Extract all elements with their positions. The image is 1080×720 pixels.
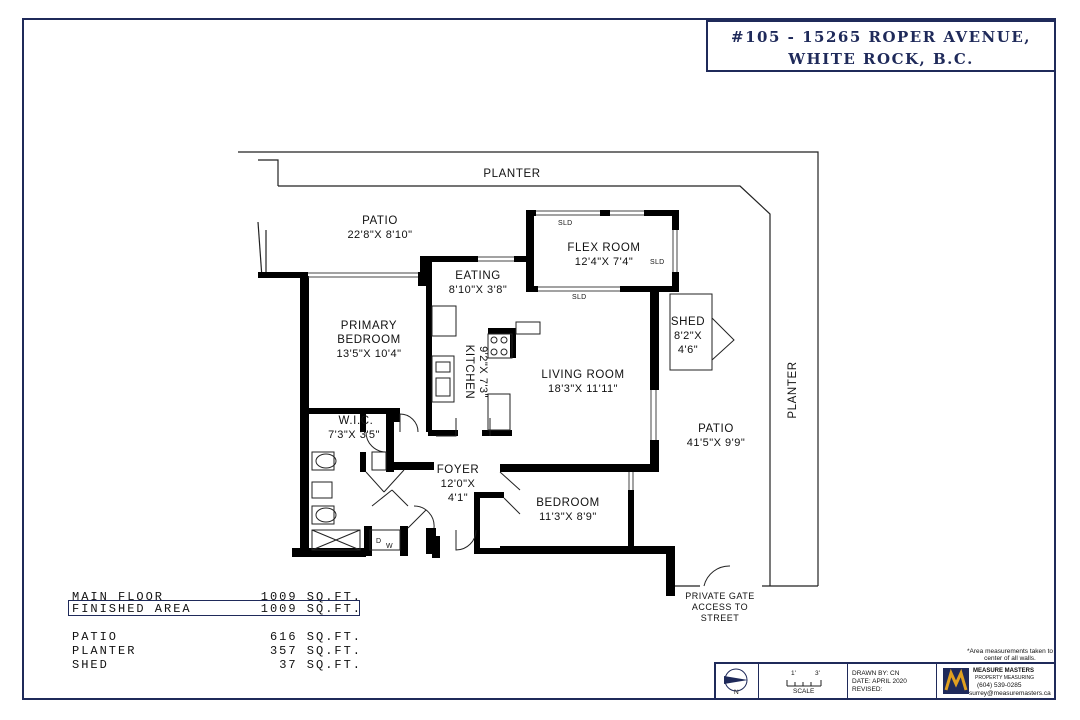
measurement-note: *Area measurements taken to center of al… xyxy=(967,648,1053,662)
area-row-finished: FINISHED AREA 1009 SQ.FT. xyxy=(72,602,362,616)
address-line-1: #105 - 15265 ROPER AVENUE, xyxy=(731,28,1031,46)
walls xyxy=(258,210,679,596)
kitchen-dim: 9'2"X 7'3" xyxy=(477,346,489,398)
finished-area-box xyxy=(68,600,360,616)
private-gate-3: STREET xyxy=(701,613,740,623)
patio-right-dim: 41'5"X 9'9" xyxy=(687,437,746,449)
company-sub: PROPERTY MEASURING xyxy=(975,675,1034,681)
bedroom-dim: 11'3"X 8'9" xyxy=(539,511,597,523)
scale-3: 3' xyxy=(815,670,820,677)
north-arrow-icon xyxy=(724,668,748,692)
planter-top-label: PLANTER xyxy=(483,168,540,180)
foyer-name: FOYER xyxy=(437,464,480,476)
primary-bedroom-name-2: BEDROOM xyxy=(337,334,401,346)
company-cell: MEASURE MASTERS PROPERTY MEASURING (604)… xyxy=(937,664,1054,698)
company-logo-icon xyxy=(943,668,969,694)
footer-title-block: N 1' 3' SCALE DRAWN BY: CN DATE: APRIL 2… xyxy=(714,662,1056,700)
scale-bar-icon xyxy=(786,680,822,687)
planter-outline xyxy=(238,151,819,587)
patio-top-name: PATIO xyxy=(362,215,398,227)
foyer-dim-2: 4'1" xyxy=(448,492,468,504)
eating-name: EATING xyxy=(455,270,501,282)
area-value: 357 SQ.FT. xyxy=(269,644,362,658)
wic-name: W.I.C. xyxy=(339,415,374,427)
company-phone: (604) 539-0285 xyxy=(977,682,1022,689)
living-room-name: LIVING ROOM xyxy=(541,369,624,381)
dw-d: D xyxy=(376,538,381,545)
area-row-planter: PLANTER 357 SQ.FT. xyxy=(72,644,362,658)
area-label: PATIO xyxy=(72,630,119,644)
area-row-patio: PATIO 616 SQ.FT. xyxy=(72,630,362,644)
drawn-cell: DRAWN BY: CN DATE: APRIL 2020 REVISED: xyxy=(848,664,937,698)
area-row-shed: SHED 37 SQ.FT. xyxy=(72,658,362,672)
sld-label: SLD xyxy=(558,220,573,227)
patio-right-name: PATIO xyxy=(698,423,734,435)
area-value: 1009 SQ.FT. xyxy=(260,602,362,616)
title-block: #105 - 15265 ROPER AVENUE, WHITE ROCK, B… xyxy=(706,20,1056,72)
revised: REVISED: xyxy=(852,686,883,693)
dw-w: W xyxy=(386,543,393,550)
room-labels: PLANTER PLANTER PATIO 22'8"X 8'10" FLEX … xyxy=(328,168,799,623)
private-gate-1: PRIVATE GATE xyxy=(685,591,755,601)
bath-fixtures xyxy=(311,451,401,551)
area-label: SHED xyxy=(72,658,109,672)
drawing-sheet-border xyxy=(22,18,1056,700)
shed-dim-1: 8'2"X xyxy=(674,330,702,342)
company-name: MEASURE MASTERS xyxy=(973,668,1035,674)
sld-label: SLD xyxy=(650,259,665,266)
shed-name: SHED xyxy=(671,316,705,328)
address-line-2: WHITE ROCK, B.C. xyxy=(788,50,974,68)
primary-bedroom-name-1: PRIMARY xyxy=(341,320,397,332)
scale-1: 1' xyxy=(791,670,796,677)
planter-right-label: PLANTER xyxy=(787,361,799,418)
eating-dim: 8'10"X 3'8" xyxy=(449,284,508,296)
area-value: 37 SQ.FT. xyxy=(279,658,362,672)
patio-top-dim: 22'8"X 8'10" xyxy=(347,229,412,241)
company-email: surrey@measuremasters.ca xyxy=(969,690,1051,697)
flex-room-name: FLEX ROOM xyxy=(567,242,640,254)
sld-label: SLD xyxy=(572,294,587,301)
north-cell: N xyxy=(716,664,759,698)
living-room-dim: 18'3"X 11'11" xyxy=(548,383,618,395)
date: DATE: APRIL 2020 xyxy=(852,678,907,685)
primary-bedroom-dim: 13'5"X 10'4" xyxy=(336,348,401,360)
scale-label: SCALE xyxy=(793,688,815,695)
doors xyxy=(365,293,735,587)
wic-dim: 7'3"X 3'5" xyxy=(328,429,380,441)
north-label: N xyxy=(734,689,739,696)
area-label: FINISHED AREA xyxy=(72,602,192,616)
foyer-dim-1: 12'0"X xyxy=(441,478,476,490)
kitchen-name: KITCHEN xyxy=(463,345,475,400)
area-label: PLANTER xyxy=(72,644,137,658)
drawn-by: DRAWN BY: CN xyxy=(852,670,900,677)
bedroom-name: BEDROOM xyxy=(536,497,600,509)
shed-dim-2: 4'6" xyxy=(678,344,698,356)
flex-room-dim: 12'4"X 7'4" xyxy=(575,256,634,268)
kitchen-fixtures xyxy=(431,305,541,431)
area-value: 616 SQ.FT. xyxy=(269,630,362,644)
windows xyxy=(308,210,678,490)
private-gate-2: ACCESS TO xyxy=(692,602,748,612)
scale-cell: 1' 3' SCALE xyxy=(759,664,848,698)
